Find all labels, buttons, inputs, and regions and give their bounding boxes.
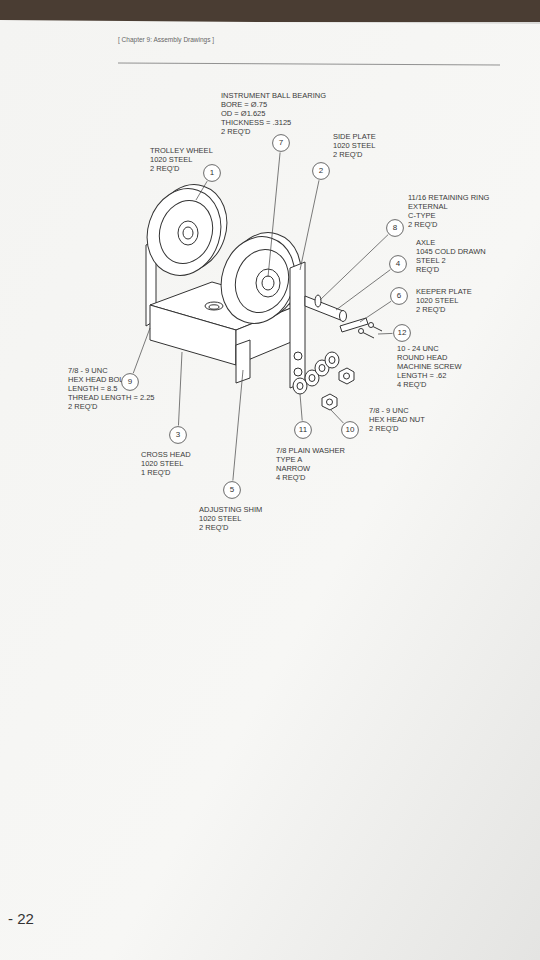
washer	[325, 352, 339, 368]
callout-circle: 11	[294, 421, 312, 439]
callout-number: 5	[223, 481, 241, 499]
washer-hole	[319, 365, 325, 372]
leader-line	[268, 152, 280, 277]
screw-head	[369, 323, 374, 328]
wheel-web	[151, 194, 220, 271]
nut-hole	[327, 399, 333, 405]
callout-circle: 7	[272, 134, 290, 152]
part-description: 7/8 PLAIN WASHERTYPE ANARROW4 REQ'D	[276, 446, 345, 482]
callout-number: 3	[169, 426, 187, 444]
callout-circle: 5	[223, 481, 241, 499]
callout-number: 2	[312, 162, 330, 180]
cross-head-hole-inner	[209, 305, 219, 309]
leader-line	[233, 370, 243, 481]
callout-circle: 6	[390, 287, 408, 305]
axle-end	[340, 311, 347, 322]
callout-number: 12	[393, 324, 411, 342]
callout-circle: 9	[121, 373, 139, 391]
part-description: 7/8 - 9 UNCHEX HEAD BOLTLENGTH = 8.5THRE…	[68, 366, 154, 411]
background-strip	[0, 0, 540, 22]
part-description: 10 - 24 UNCROUND HEADMACHINE SCREWLENGTH…	[397, 344, 462, 389]
plate-hole	[294, 352, 302, 360]
nut-hole	[344, 373, 350, 379]
callout-circle: 12	[393, 324, 411, 342]
callout-circle: 4	[389, 255, 407, 273]
paper-sheet	[0, 20, 540, 960]
callout-number: 10	[341, 421, 359, 439]
leader-line	[378, 333, 393, 335]
part-description: AXLE1045 COLD DRAWNSTEEL 2REQ'D	[416, 238, 486, 274]
leader-line	[300, 180, 319, 270]
hex-nut	[322, 394, 337, 410]
retaining-ring	[315, 295, 321, 307]
leader-line	[178, 352, 182, 426]
part-description: TROLLEY WHEEL1020 STEEL2 REQ'D	[150, 146, 213, 173]
instrument-bearing	[256, 269, 280, 297]
machine-screw	[362, 332, 374, 338]
leader-lines	[133, 152, 392, 480]
callout-number: 9	[121, 373, 139, 391]
bearing-left	[178, 221, 198, 245]
part-description: KEEPER PLATE1020 STEEL2 REQ'D	[416, 287, 472, 314]
part-description: SIDE PLATE1020 STEEL2 REQ'D	[333, 132, 376, 159]
callout-circle: 8	[386, 219, 404, 237]
leader-line	[300, 394, 302, 421]
callout-number: 6	[390, 287, 408, 305]
header-rule	[118, 63, 500, 65]
part-description: CROSS HEAD1020 STEEL1 REQ'D	[141, 450, 191, 477]
bore-left	[183, 227, 193, 239]
keeper-plate	[340, 318, 368, 332]
part-description: 11/16 RETAINING RINGEXTERNALC-TYPE2 REQ'…	[408, 193, 489, 229]
leader-line	[196, 181, 207, 200]
leader-line	[331, 410, 343, 423]
callout-circle: 2	[312, 162, 330, 180]
callout-number: 4	[389, 255, 407, 273]
leader-line	[336, 270, 390, 310]
adjusting-shim	[236, 340, 250, 383]
part-description: 7/8 - 9 UNCHEX HEAD NUT2 REQ'D	[369, 406, 425, 433]
part-description: ADJUSTING SHIM1020 STEEL2 REQ'D	[199, 505, 262, 532]
callout-number: 11	[294, 421, 312, 439]
callout-number: 1	[203, 164, 221, 182]
hex-nut	[339, 368, 354, 384]
parts	[136, 175, 382, 410]
screw-head	[359, 329, 364, 334]
washer-hole	[309, 375, 315, 382]
cross-head-hole	[205, 302, 223, 310]
cross-head-front	[150, 305, 236, 365]
washer-hole	[329, 357, 335, 364]
part-description: INSTRUMENT BALL BEARINGBORE = Ø.75OD = Ø…	[221, 91, 326, 136]
trolley-wheel-left-rim	[136, 179, 232, 285]
chapter-header: [ Chapter 9: Assembly Drawings ]	[118, 36, 214, 45]
leader-line	[133, 328, 150, 373]
callout-circle: 3	[169, 426, 187, 444]
side-plate-right	[290, 262, 305, 388]
plate-hole	[294, 368, 302, 376]
washer-hole	[297, 383, 303, 390]
bearing-bore	[262, 276, 274, 290]
callout-number: 7	[272, 134, 290, 152]
callout-circle: 1	[203, 164, 221, 182]
page-number: - 22	[8, 910, 34, 927]
machine-screw	[372, 326, 382, 331]
callout-circle: 10	[341, 421, 359, 439]
wheel-web	[227, 243, 296, 320]
leader-line	[320, 235, 388, 300]
leader-line	[360, 301, 391, 322]
callout-number: 8	[386, 219, 404, 237]
axle	[305, 296, 343, 321]
